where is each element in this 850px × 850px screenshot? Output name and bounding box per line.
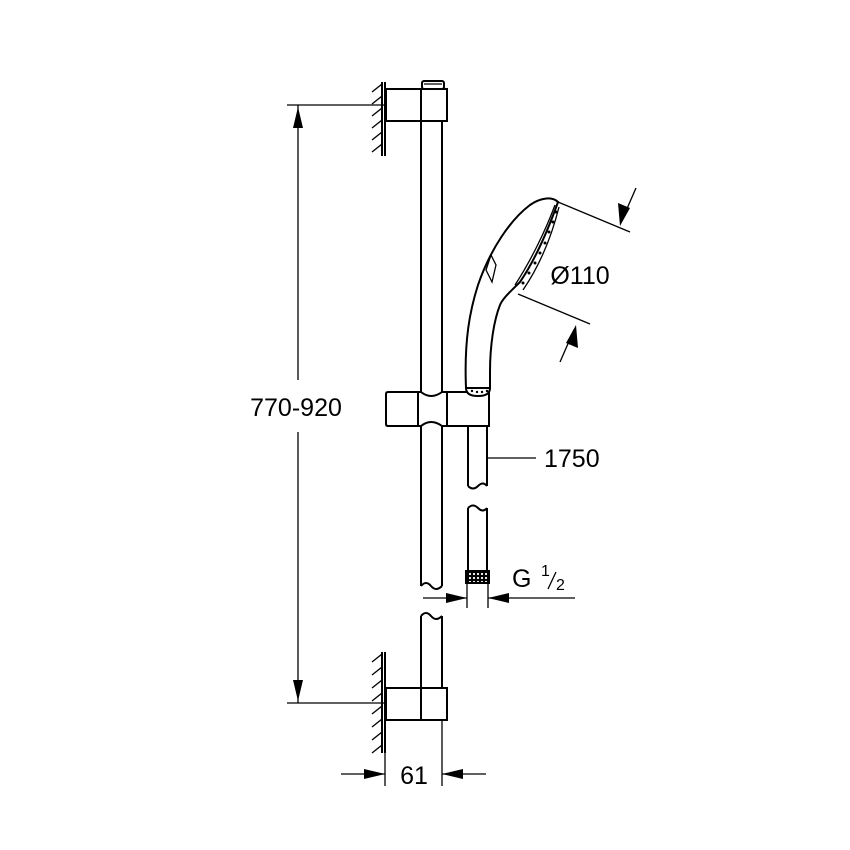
shower-hose <box>465 426 490 584</box>
dimension-connection-thread: G 1 2 <box>423 563 575 608</box>
shower-rail-lower <box>420 612 443 690</box>
thread-denominator: 2 <box>556 577 565 594</box>
bottom-wall-bracket <box>385 687 448 721</box>
diameter-label: Ø110 <box>550 262 609 290</box>
dimension-hand-shower-diameter: Ø110 <box>517 187 637 363</box>
thread-numerator: 1 <box>541 563 550 580</box>
top-wall-bracket <box>385 80 448 122</box>
shower-rail-upper <box>420 121 443 590</box>
thread-main-label: G <box>512 565 531 593</box>
wall-projection-label: 61 <box>400 762 428 790</box>
rail-height-label: 770-920 <box>250 394 342 422</box>
hose-length-label: 1750 <box>544 445 600 473</box>
dimension-hose-length: 1750 <box>487 445 600 473</box>
dimension-rail-height: 770-920 <box>250 104 384 704</box>
dimension-wall-projection: 61 <box>341 720 486 790</box>
top-wall-hatching <box>371 82 386 156</box>
slider-holder <box>385 391 490 427</box>
hand-shower <box>464 197 560 398</box>
